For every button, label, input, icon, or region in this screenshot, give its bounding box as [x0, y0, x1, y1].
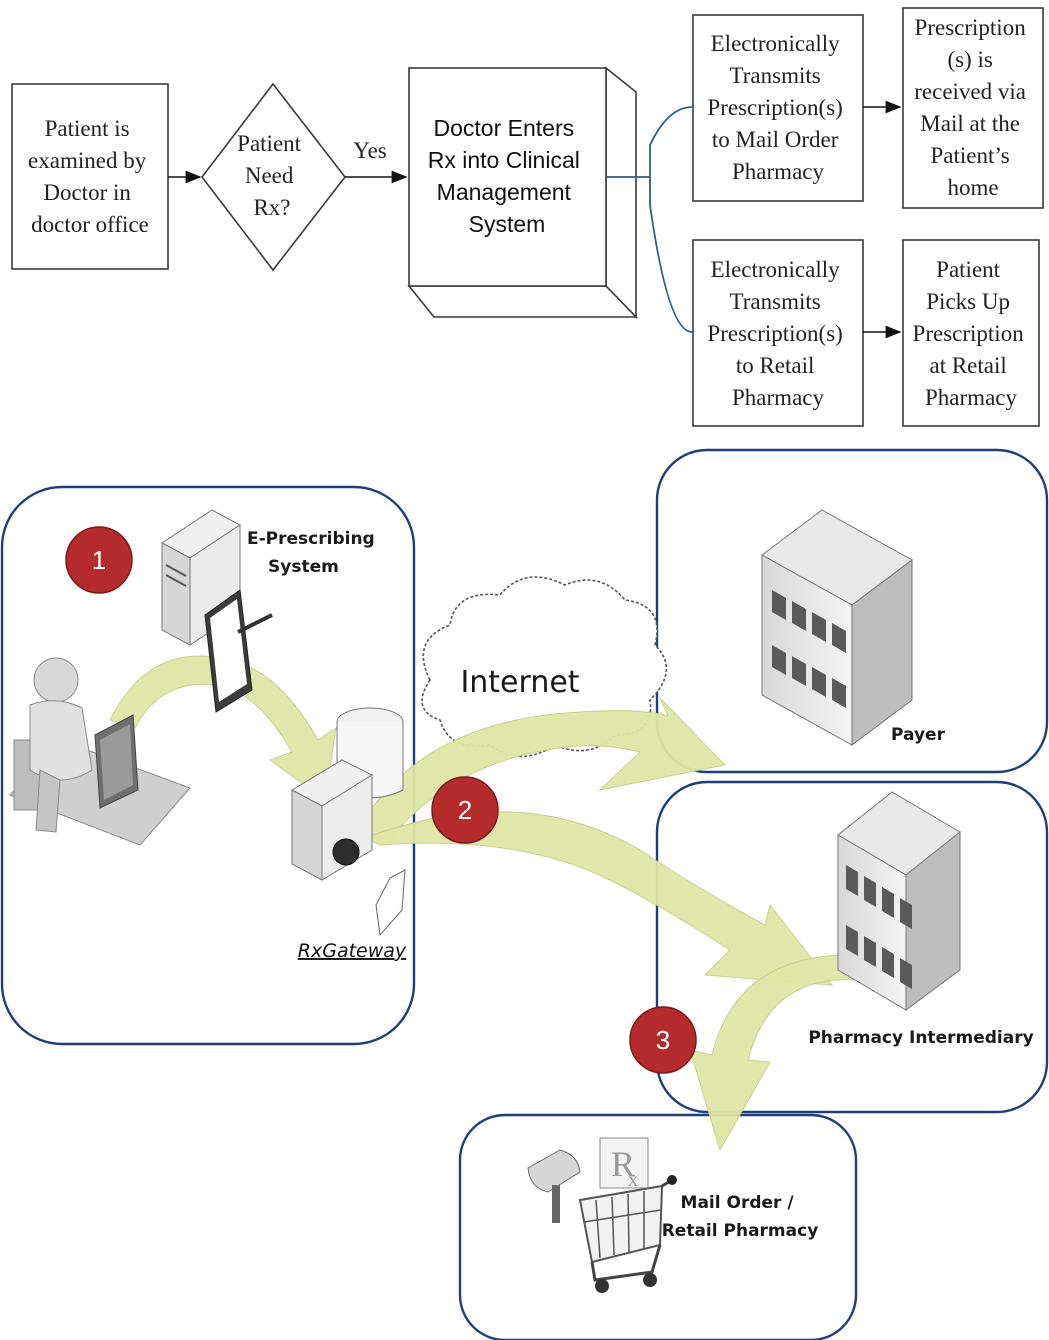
connector-to-mail: [606, 106, 693, 178]
start-box-text: Patient is examined by Doctor in doctor …: [28, 116, 152, 237]
svg-text:x: x: [628, 1169, 638, 1191]
svg-text:3: 3: [656, 1025, 670, 1055]
tablet-icon: [204, 589, 273, 713]
eprescribing-label: E-Prescribing System: [247, 529, 381, 577]
internet-label: Internet: [460, 665, 579, 700]
mail-transmit-box: [692, 14, 864, 202]
retail-pickup-box: [902, 239, 1040, 427]
mail-receive-text: Prescription (s) is received via Mail at…: [914, 15, 1031, 200]
decision-diamond: [200, 82, 347, 272]
pharmacy-label: Mail Order / Retail Pharmacy: [662, 1193, 819, 1241]
rxgateway-label: RxGateway: [298, 940, 407, 962]
mailbox-icon: [527, 1149, 581, 1223]
svg-text:R: R: [611, 1144, 635, 1184]
payer-label: Payer: [891, 725, 946, 745]
clinical-box-text: Doctor Enters Rx into Clinical Managemen…: [428, 115, 587, 237]
mail-receive-box: [902, 7, 1044, 209]
step-badge-1: 1: [65, 526, 133, 594]
payer-building-icon: [761, 509, 913, 746]
step-badge-3: 3: [629, 1006, 697, 1074]
intermediary-label: Pharmacy Intermediary: [808, 1028, 1033, 1048]
mail-transmit-text: Electronically Transmits Prescription(s)…: [707, 31, 848, 184]
retail-transmit-text: Electronically Transmits Prescription(s)…: [707, 257, 848, 410]
flow-arrow-gateway-to-payer: [357, 697, 726, 846]
flow-arrow-doctor-to-gateway: [109, 655, 337, 801]
yes-label: Yes: [353, 138, 387, 163]
decision-text: Patient Need Rx?: [237, 131, 307, 220]
start-box: [11, 83, 169, 270]
doctor-at-desk-icon: [9, 657, 191, 846]
rx-sign-icon: R x: [599, 1137, 649, 1191]
network-illustration: Internet E-Presc: [0, 448, 1049, 1340]
svg-text:2: 2: [458, 795, 472, 825]
retail-transmit-box: [692, 239, 864, 427]
connector-to-retail: [649, 177, 693, 333]
intermediary-building-icon: [837, 791, 961, 1011]
shopping-cart-icon: [578, 1175, 677, 1293]
gateway-server-icon: [290, 707, 406, 937]
step-badge-2: 2: [431, 776, 499, 844]
retail-pickup-text: Patient Picks Up Prescription at Retail …: [913, 257, 1030, 410]
svg-text:1: 1: [92, 545, 106, 575]
flowchart: Patient is examined by Doctor in doctor …: [11, 7, 1044, 427]
clinical-box: [407, 66, 638, 319]
